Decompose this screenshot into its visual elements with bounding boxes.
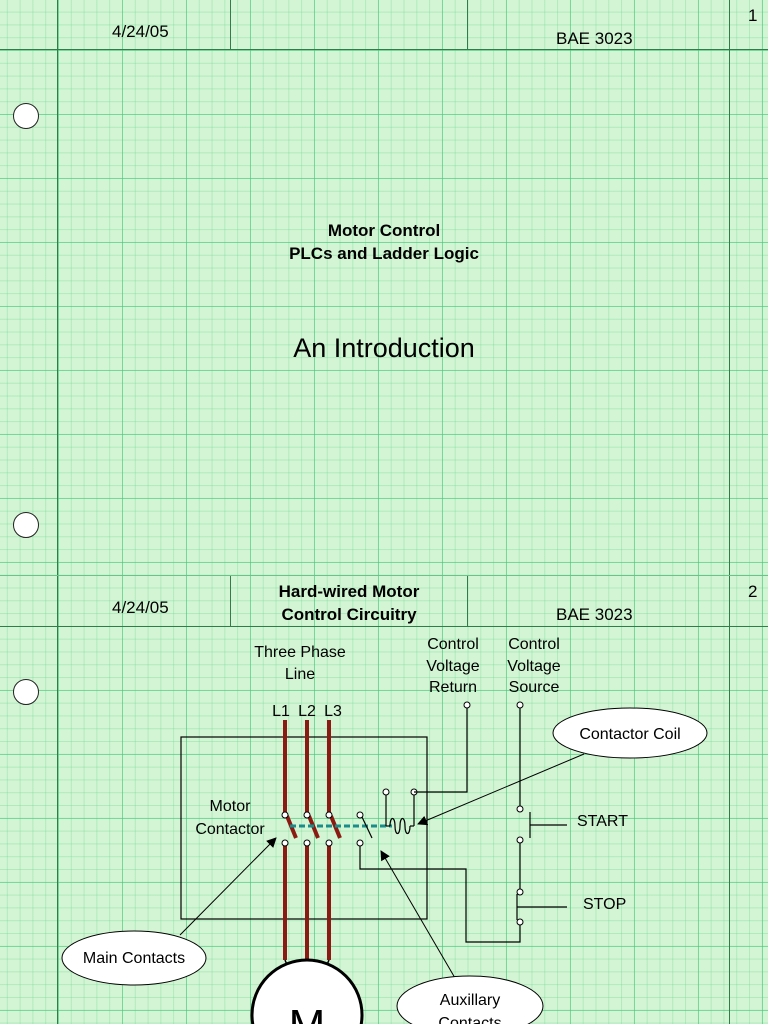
control-wiring: [359, 708, 567, 943]
slide-title: Motor Control PLCs and Ladder Logic: [234, 219, 534, 265]
contactor-coil-callout: [552, 707, 708, 759]
cv-source-label: Source: [509, 679, 560, 696]
cv-return-label: Voltage: [426, 658, 479, 675]
header-bottom-line: [0, 49, 768, 50]
contactor-coil: [385, 795, 415, 835]
slide-title-line: Motor Control: [327, 221, 441, 240]
auxillary-contacts-label: Contacts: [438, 1015, 501, 1024]
callout-arrow: [380, 850, 456, 979]
slide-title: Hard-wired Motor Control Circuitry: [233, 580, 465, 626]
slide-separator: [0, 575, 768, 576]
punch-hole: [13, 679, 39, 705]
auxillary-contacts-label: Auxillary: [440, 992, 500, 1009]
contactor-coil-label: Contactor Coil: [579, 726, 680, 743]
three-phase-label: Line: [285, 666, 315, 683]
three-phase-label: Three Phase: [254, 644, 346, 661]
punch-hole: [13, 512, 39, 538]
slide-title-line: PLCs and Ladder Logic: [289, 244, 479, 263]
callout-arrow: [179, 837, 277, 936]
stop-label: STOP: [583, 896, 626, 913]
main-contacts-label: Main Contacts: [83, 950, 185, 967]
line-label-l2: L2: [298, 703, 316, 720]
header-divider: [467, 0, 468, 50]
auxiliary-contact: [361, 816, 373, 839]
auxillary-contacts-callout: [396, 975, 544, 1024]
motor-contactor-label: Motor: [210, 798, 252, 815]
motor-label: M: [289, 1001, 326, 1024]
line-label-l3: L3: [324, 703, 342, 720]
slide-title-line: Control Circuitry: [281, 605, 417, 624]
contactor-enclosure: [180, 736, 428, 920]
header-date: 4/24/05: [112, 22, 169, 41]
cv-source-label: Control: [508, 636, 560, 653]
motor-contactor-label: Contactor: [195, 821, 265, 838]
cv-return-label: Control: [427, 636, 479, 653]
slide-number: 1: [748, 6, 758, 25]
punch-hole: [13, 103, 39, 129]
line-label-l1: L1: [272, 703, 290, 720]
start-label: START: [577, 813, 628, 830]
three-phase-lines: [283, 720, 342, 960]
callout-arrow: [417, 753, 585, 826]
header-divider: [230, 576, 231, 626]
header-date: 4/24/05: [112, 598, 169, 617]
header-course: BAE 3023: [556, 29, 633, 48]
header-divider: [230, 0, 231, 50]
right-margin-line: [729, 0, 730, 1024]
slide-title-line: Hard-wired Motor: [278, 582, 420, 601]
motor: [250, 958, 364, 1024]
contact-terminals: [281, 701, 524, 926]
header-divider: [467, 576, 468, 626]
header-bottom-line: [0, 626, 768, 627]
cv-return-label: Return: [429, 679, 477, 696]
margin-line: [57, 0, 58, 1024]
cv-source-label: Voltage: [507, 658, 560, 675]
slide-subtitle: An Introduction: [293, 333, 475, 363]
main-contacts-callout: [61, 930, 207, 986]
slide-number: 2: [748, 582, 758, 601]
header-course: BAE 3023: [556, 605, 633, 624]
